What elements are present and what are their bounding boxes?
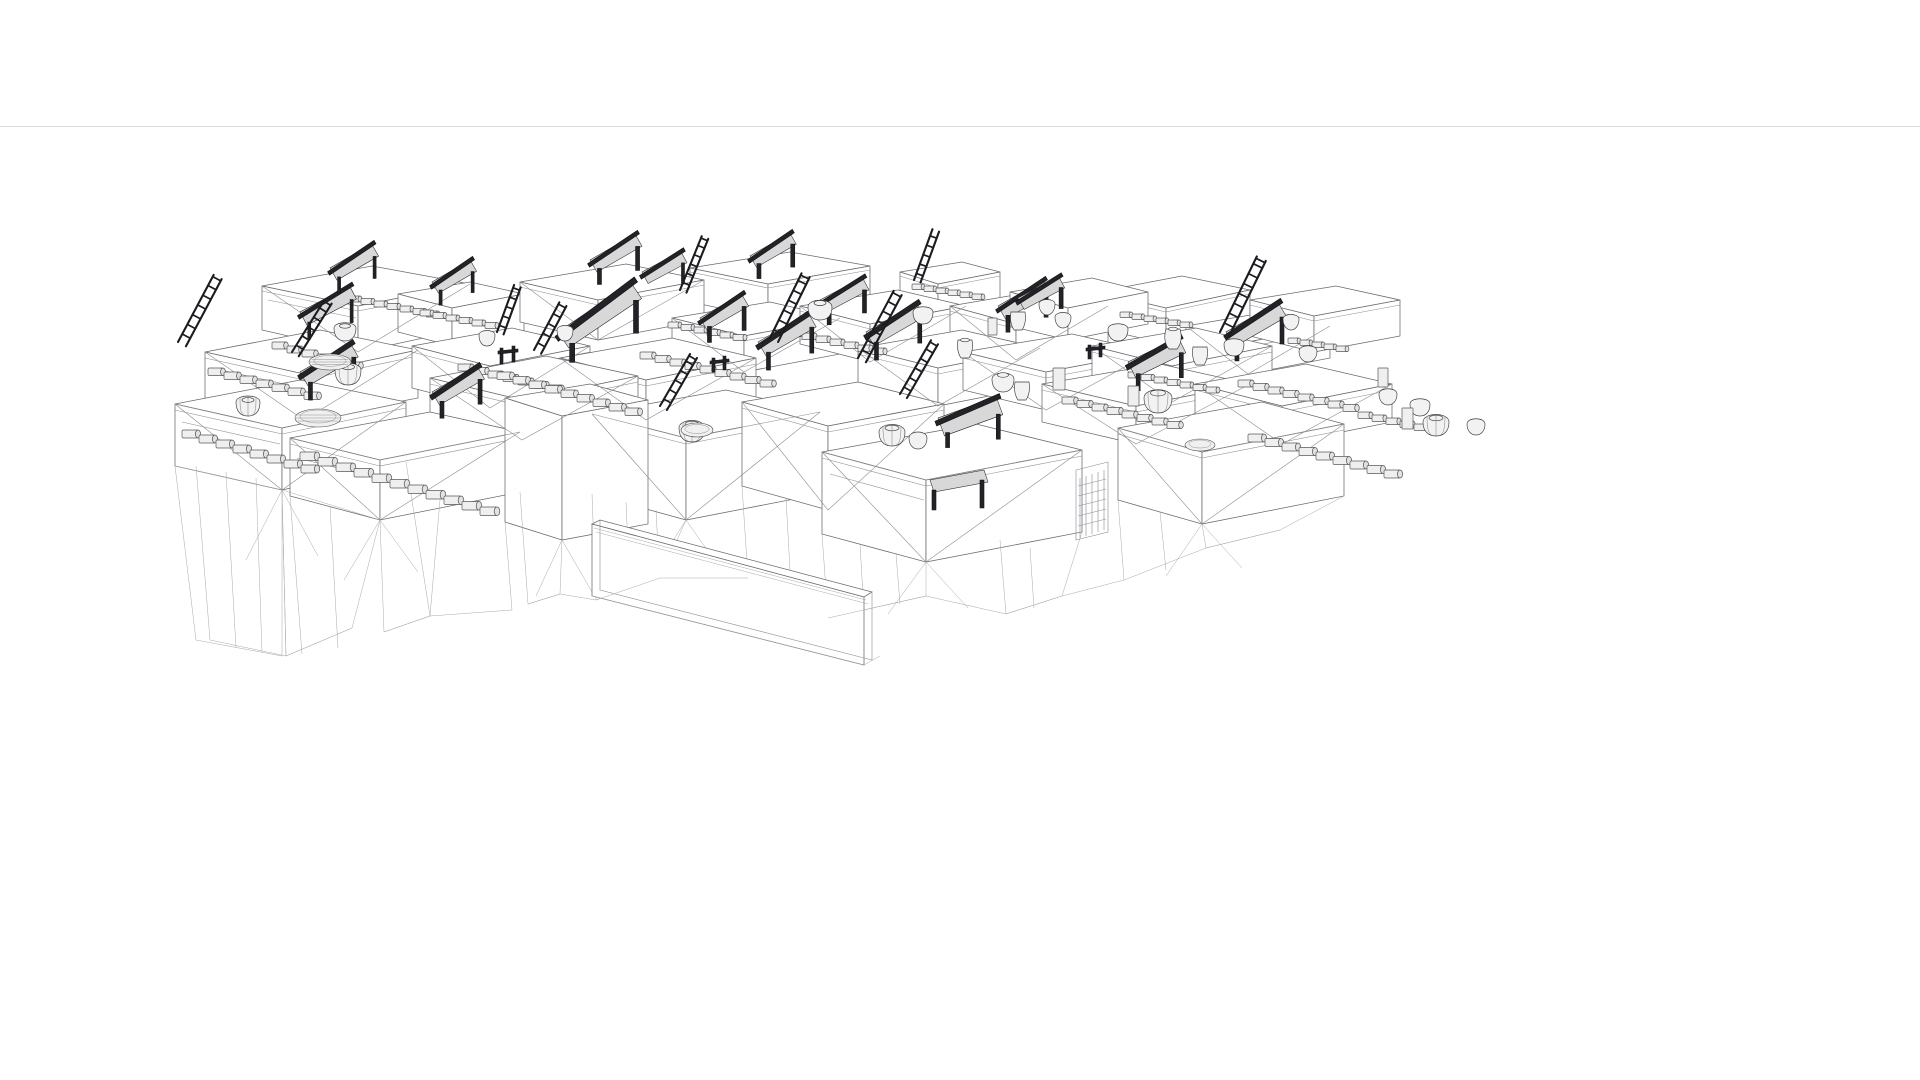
viga-row: [1247, 433, 1403, 479]
pottery-vessel: [1164, 326, 1182, 350]
pottery-vessel: [957, 337, 973, 359]
ladder: [898, 339, 939, 400]
pottery-vessel: [1192, 346, 1208, 366]
roof-disc: [1184, 438, 1216, 452]
lattice-fence: [1075, 461, 1109, 541]
pottery-vessel: [991, 372, 1015, 393]
ladder: [912, 228, 941, 284]
pottery-vessels: [235, 299, 1486, 450]
ladders: [176, 228, 1267, 412]
pottery-vessel: [1422, 414, 1450, 437]
ladder: [290, 298, 333, 358]
ladder: [678, 235, 710, 294]
shade-awning: [587, 229, 643, 285]
viga-row: [1237, 379, 1360, 412]
pottery-vessel: [1014, 381, 1030, 401]
shade-awning: [747, 228, 797, 279]
roof-rack: [1085, 342, 1106, 360]
viga-row: [496, 371, 643, 416]
ladder: [532, 301, 568, 355]
pottery-vessel: [1282, 314, 1300, 331]
roof-racks: [497, 342, 1106, 511]
roof-rack: [497, 345, 519, 365]
shade-awning: [934, 393, 1004, 448]
shade-awning: [327, 239, 379, 294]
viga-row: [1287, 337, 1350, 352]
roof-rack: [709, 355, 730, 373]
roof-rack: [929, 469, 989, 511]
pottery-vessel: [1223, 338, 1245, 357]
viga-row: [1127, 371, 1221, 394]
viga-row: [1061, 396, 1184, 429]
plaza-wall: [590, 519, 873, 666]
ground-contact-lines: [209, 529, 1281, 666]
shade-awning: [429, 255, 477, 306]
ladder: [1218, 255, 1267, 338]
viga-row: [1119, 311, 1194, 328]
pottery-vessel: [1010, 311, 1026, 331]
roof-disc: [294, 408, 342, 428]
pottery-vessel: [878, 424, 906, 447]
pottery-vessel: [807, 299, 833, 321]
pottery-vessel: [1298, 345, 1318, 363]
ladder: [658, 352, 698, 412]
pottery-vessel: [556, 325, 574, 342]
pottery-vessel: [1107, 323, 1129, 342]
viga-row: [347, 295, 441, 318]
viga-row: [207, 367, 322, 400]
pottery-vessel: [235, 395, 261, 417]
pottery-vessel: [478, 330, 496, 347]
ladder: [495, 283, 522, 336]
viga-row: [299, 451, 501, 516]
pottery-vessel: [912, 306, 934, 325]
ladder: [768, 272, 811, 343]
pottery-vessel: [1143, 389, 1173, 414]
pottery-vessel: [333, 322, 357, 342]
shade-awning: [697, 289, 749, 343]
header-divider-rule: [0, 126, 1920, 127]
pottery-vessel: [1378, 388, 1398, 406]
pottery-vessel: [1038, 299, 1056, 316]
pottery-vessel: [1466, 418, 1486, 436]
roof-disc: [308, 353, 352, 371]
building-block: [504, 383, 649, 541]
shade-awning: [429, 361, 485, 419]
ladder: [176, 273, 223, 348]
pottery-vessel: [908, 431, 928, 450]
shade-awning: [554, 276, 642, 363]
ladder: [856, 289, 903, 364]
shade-awnings: [297, 228, 1287, 448]
shade-awning: [1015, 272, 1066, 310]
viga-row: [911, 283, 986, 300]
roof-disc: [680, 422, 714, 438]
roof-discs: [294, 353, 1216, 452]
viga-row: [419, 309, 500, 329]
wall-doorways: [987, 317, 1414, 430]
pottery-vessel: [1054, 312, 1072, 329]
viga-row: [181, 429, 320, 474]
